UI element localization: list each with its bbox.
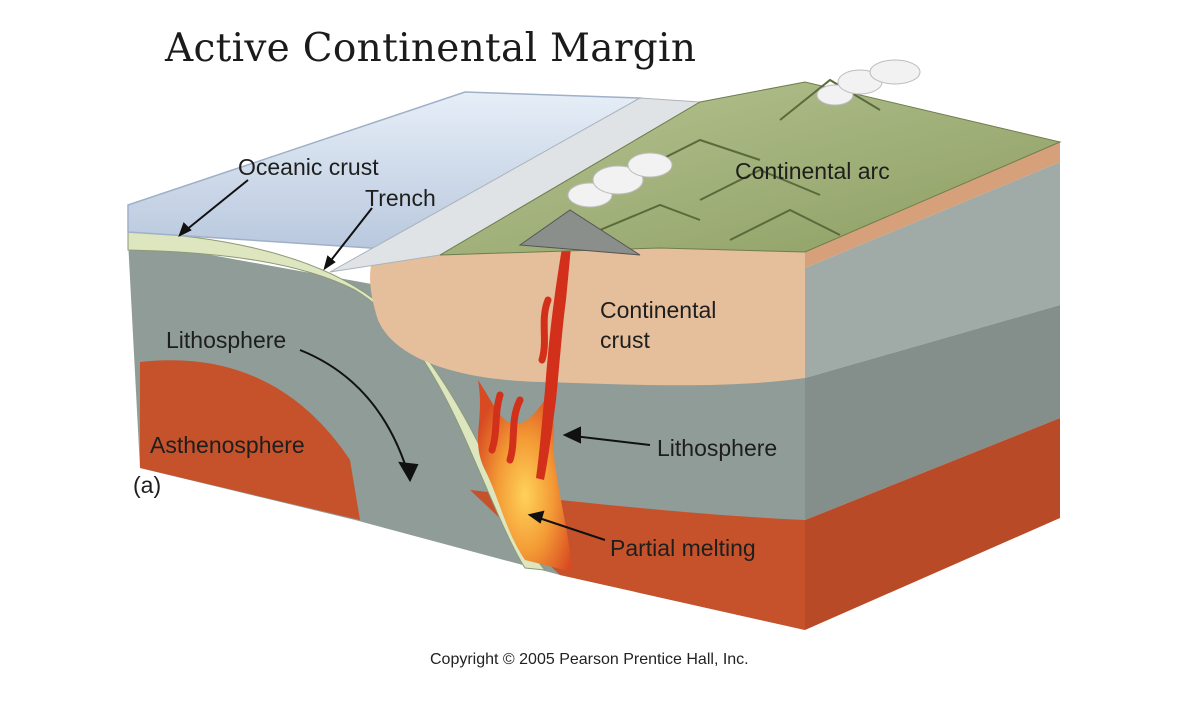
right-face-land bbox=[805, 142, 1060, 268]
continental-crust bbox=[370, 247, 805, 386]
right-face-crust bbox=[805, 162, 1060, 378]
label-trench: Trench bbox=[365, 185, 436, 211]
label-continental-arc: Continental arc bbox=[735, 158, 890, 184]
label-continental-crust-line2: crust bbox=[600, 327, 650, 353]
subducting-slab bbox=[127, 231, 547, 571]
page-title: Active Continental Margin bbox=[165, 26, 697, 71]
label-lithosphere-right: Lithosphere bbox=[657, 435, 778, 461]
label-continental-crust-line1: Continental bbox=[600, 297, 717, 323]
continental-land bbox=[439, 81, 1062, 256]
volcano-cone bbox=[518, 209, 641, 256]
right-face-lithosphere bbox=[805, 305, 1060, 520]
panel-label: (a) bbox=[133, 472, 162, 498]
mountain-ridges bbox=[599, 78, 881, 241]
label-asthenosphere: Asthenosphere bbox=[150, 432, 305, 458]
volcanic-plume bbox=[567, 59, 921, 208]
magma-conduit bbox=[536, 210, 574, 480]
right-face-asthenosphere bbox=[805, 418, 1060, 630]
magma-dikes bbox=[488, 296, 552, 464]
copyright-notice: Copyright © 2005 Pearson Prentice Hall, … bbox=[430, 651, 749, 668]
annotation-arrows bbox=[178, 179, 651, 541]
label-lithosphere-left: Lithosphere bbox=[166, 327, 287, 353]
label-oceanic-crust: Oceanic crust bbox=[238, 154, 379, 180]
label-partial-melting: Partial melting bbox=[610, 535, 756, 561]
asthenosphere-left bbox=[140, 360, 360, 520]
